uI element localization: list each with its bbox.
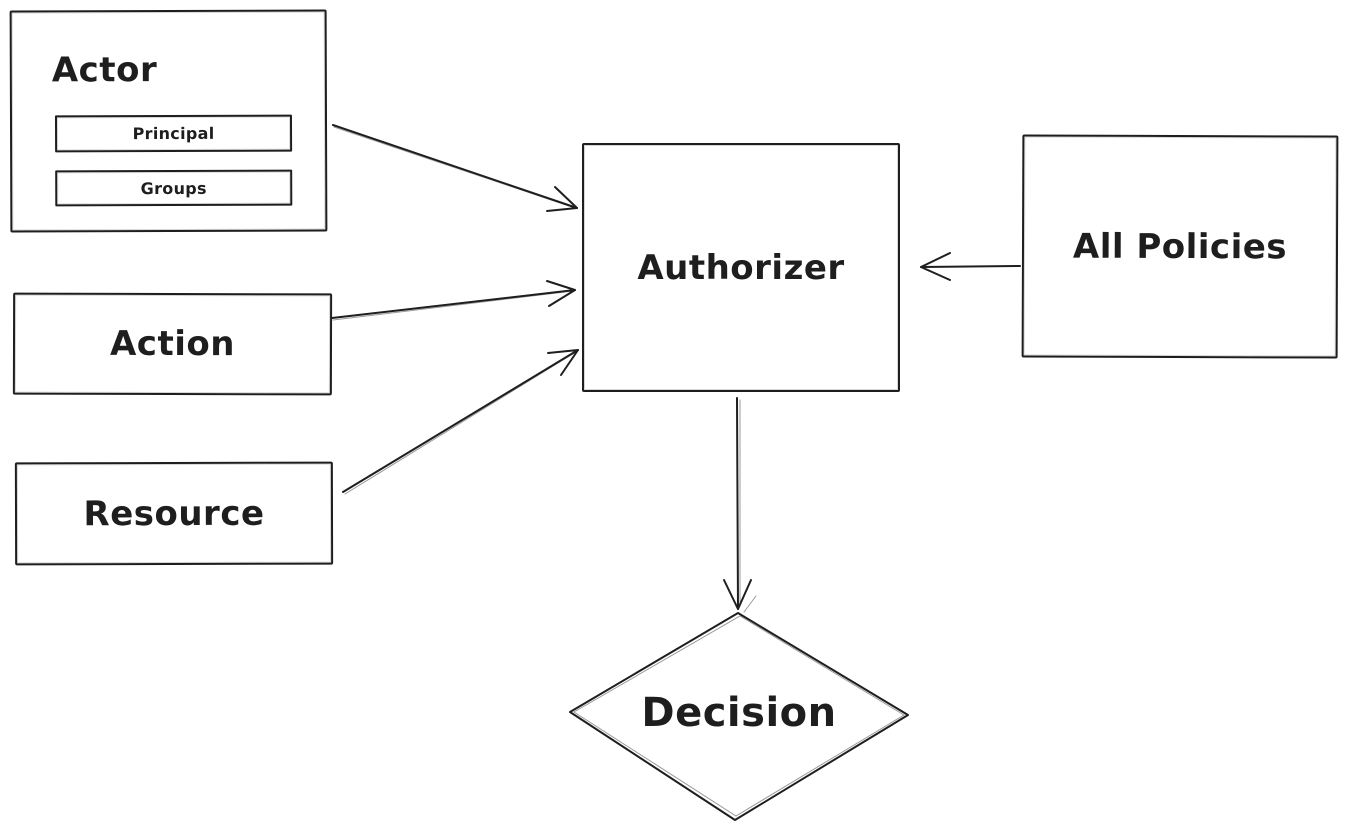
- node-action-label: Action: [109, 323, 236, 365]
- node-all-policies: All Policies: [1021, 134, 1339, 359]
- arrow-actor-to-authorizer: [332, 124, 578, 212]
- node-decision-label: Decision: [641, 690, 837, 736]
- node-actor: Actor Principal Groups: [9, 9, 328, 233]
- node-groups: Groups: [55, 169, 293, 207]
- node-authorizer-label: Authorizer: [637, 247, 845, 288]
- node-actor-label: Actor: [51, 50, 158, 91]
- node-resource-label: Resource: [83, 493, 265, 534]
- node-groups-label: Groups: [140, 178, 207, 198]
- node-all-policies-label: All Policies: [1072, 226, 1288, 267]
- node-action: Action: [12, 292, 333, 396]
- node-principal: Principal: [54, 114, 293, 153]
- node-resource: Resource: [14, 461, 334, 566]
- node-authorizer: Authorizer: [582, 143, 900, 392]
- arrow-policies-to-authorizer: [920, 252, 1021, 281]
- arrow-action-to-authorizer: [331, 280, 576, 321]
- arrow-resource-to-authorizer: [342, 349, 579, 495]
- arrow-authorizer-to-decision: [723, 397, 757, 613]
- node-principal-label: Principal: [132, 123, 215, 144]
